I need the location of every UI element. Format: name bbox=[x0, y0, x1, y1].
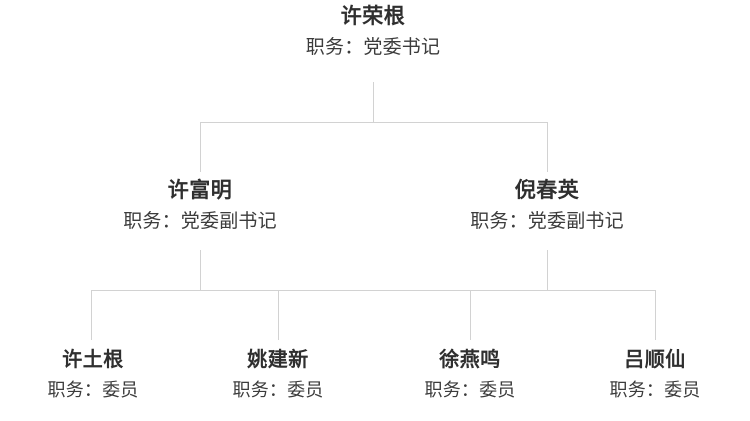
connector-level1-bar bbox=[200, 122, 548, 123]
org-node-root[interactable]: 许荣根 职务：党委书记 bbox=[273, 6, 473, 57]
connector-level2-drop-right bbox=[547, 122, 548, 172]
org-node-name: 许富明 bbox=[167, 179, 233, 202]
org-node-member-2[interactable]: 姚建新 职务：委员 bbox=[188, 350, 368, 399]
connector-level2-drop-left bbox=[200, 122, 201, 172]
connector-root-stem bbox=[373, 82, 374, 123]
connector-level3-drop-1 bbox=[91, 290, 92, 340]
connector-level2-bar bbox=[91, 290, 656, 291]
org-node-title: 职务：党委副书记 bbox=[123, 211, 277, 232]
connector-level2-stem-right bbox=[547, 250, 548, 291]
org-node-vice-secretary-1[interactable]: 许富明 职务：党委副书记 bbox=[100, 180, 300, 231]
org-node-name: 许土根 bbox=[62, 349, 124, 371]
org-node-vice-secretary-2[interactable]: 倪春英 职务：党委副书记 bbox=[447, 180, 647, 231]
org-node-title: 职务：委员 bbox=[47, 380, 139, 400]
connector-level3-drop-4 bbox=[655, 290, 656, 340]
org-node-name: 吕顺仙 bbox=[624, 349, 686, 371]
connector-level3-drop-3 bbox=[470, 290, 471, 340]
connector-level3-drop-2 bbox=[278, 290, 279, 340]
org-node-title: 职务：党委副书记 bbox=[470, 211, 624, 232]
org-node-name: 姚建新 bbox=[247, 349, 309, 371]
org-node-title: 职务：委员 bbox=[609, 380, 701, 400]
org-node-member-1[interactable]: 许土根 职务：委员 bbox=[3, 350, 183, 399]
org-node-name: 徐燕鸣 bbox=[439, 349, 501, 371]
org-node-member-4[interactable]: 吕顺仙 职务：委员 bbox=[565, 350, 745, 399]
org-node-title: 职务：委员 bbox=[424, 380, 516, 400]
org-node-title: 职务：委员 bbox=[232, 380, 324, 400]
connector-level2-stem-left bbox=[200, 250, 201, 291]
org-node-member-3[interactable]: 徐燕鸣 职务：委员 bbox=[380, 350, 560, 399]
org-node-name: 倪春英 bbox=[514, 179, 580, 202]
org-node-name: 许荣根 bbox=[340, 5, 406, 28]
org-node-title: 职务：党委书记 bbox=[305, 37, 441, 58]
